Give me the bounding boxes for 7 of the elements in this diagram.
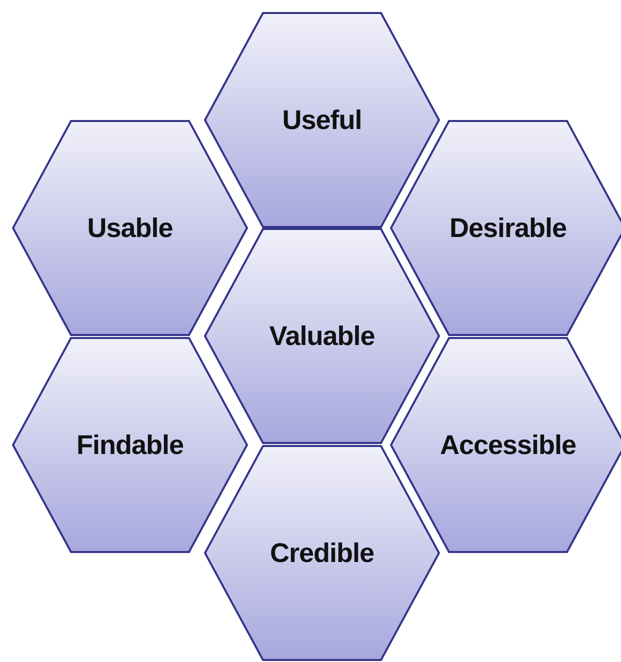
hexagon-label: Accessible <box>440 428 576 462</box>
hexagon-label: Valuable <box>269 320 375 353</box>
hexagon-label: Usable <box>87 212 173 245</box>
hexagon-label: Findable <box>76 428 184 462</box>
hexagon-label: Desirable <box>449 212 567 245</box>
hexagon-label: Credible <box>270 536 374 570</box>
hexagon-label: Useful <box>282 104 362 137</box>
